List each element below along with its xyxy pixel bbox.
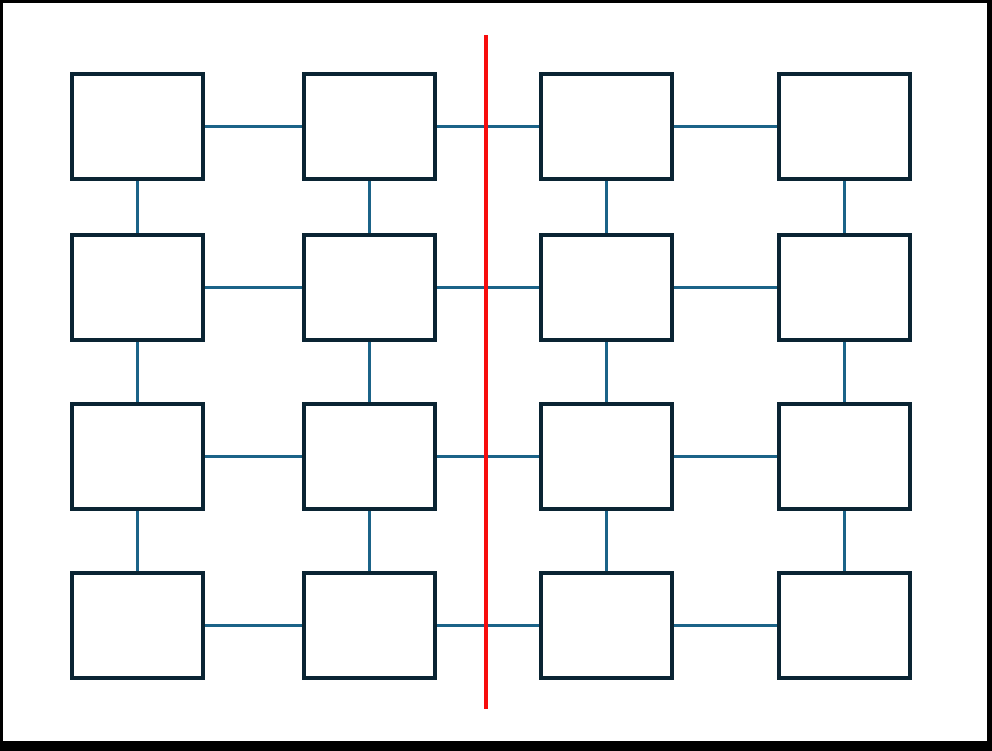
n-r4-c1 bbox=[70, 571, 205, 680]
connector-v-c1-r2-r3 bbox=[136, 341, 139, 403]
n-r1-c2 bbox=[302, 72, 437, 181]
n-r3-c1 bbox=[70, 402, 205, 511]
n-r3-c4 bbox=[777, 402, 912, 511]
connector-v-c2-r2-r3 bbox=[368, 341, 371, 403]
connector-h-r2-c3-c4 bbox=[673, 286, 778, 289]
connector-v-c2-r1-r2 bbox=[368, 180, 371, 234]
n-r4-c2 bbox=[302, 571, 437, 680]
connector-v-c4-r3-r4 bbox=[843, 510, 846, 572]
n-r3-c3 bbox=[539, 402, 674, 511]
connector-h-r4-c3-c4 bbox=[673, 624, 778, 627]
n-r3-c2 bbox=[302, 402, 437, 511]
n-r1-c1 bbox=[70, 72, 205, 181]
n-r1-c3 bbox=[539, 72, 674, 181]
connector-v-c1-r3-r4 bbox=[136, 510, 139, 572]
connector-h-r3-c1-c2 bbox=[204, 455, 303, 458]
connector-v-c3-r1-r2 bbox=[605, 180, 608, 234]
connector-v-c4-r2-r3 bbox=[843, 341, 846, 403]
diagram-canvas bbox=[3, 3, 987, 741]
n-r2-c4 bbox=[777, 233, 912, 342]
n-r2-c3 bbox=[539, 233, 674, 342]
n-r1-c4 bbox=[777, 72, 912, 181]
connector-h-r2-c2-c3 bbox=[436, 286, 540, 289]
connector-h-r1-c1-c2 bbox=[204, 125, 303, 128]
n-r4-c3 bbox=[539, 571, 674, 680]
connector-v-c2-r3-r4 bbox=[368, 510, 371, 572]
connector-h-r1-c3-c4 bbox=[673, 125, 778, 128]
connector-h-r1-c2-c3 bbox=[436, 125, 540, 128]
connector-h-r3-c2-c3 bbox=[436, 455, 540, 458]
connector-v-c3-r3-r4 bbox=[605, 510, 608, 572]
connector-v-c4-r1-r2 bbox=[843, 180, 846, 234]
connector-h-r2-c1-c2 bbox=[204, 286, 303, 289]
connector-h-r4-c2-c3 bbox=[436, 624, 540, 627]
n-r4-c4 bbox=[777, 571, 912, 680]
connector-v-c3-r2-r3 bbox=[605, 341, 608, 403]
connector-h-r3-c3-c4 bbox=[673, 455, 778, 458]
n-r2-c1 bbox=[70, 233, 205, 342]
connector-v-c1-r1-r2 bbox=[136, 180, 139, 234]
n-r2-c2 bbox=[302, 233, 437, 342]
cut-line bbox=[484, 35, 488, 709]
connector-h-r4-c1-c2 bbox=[204, 624, 303, 627]
